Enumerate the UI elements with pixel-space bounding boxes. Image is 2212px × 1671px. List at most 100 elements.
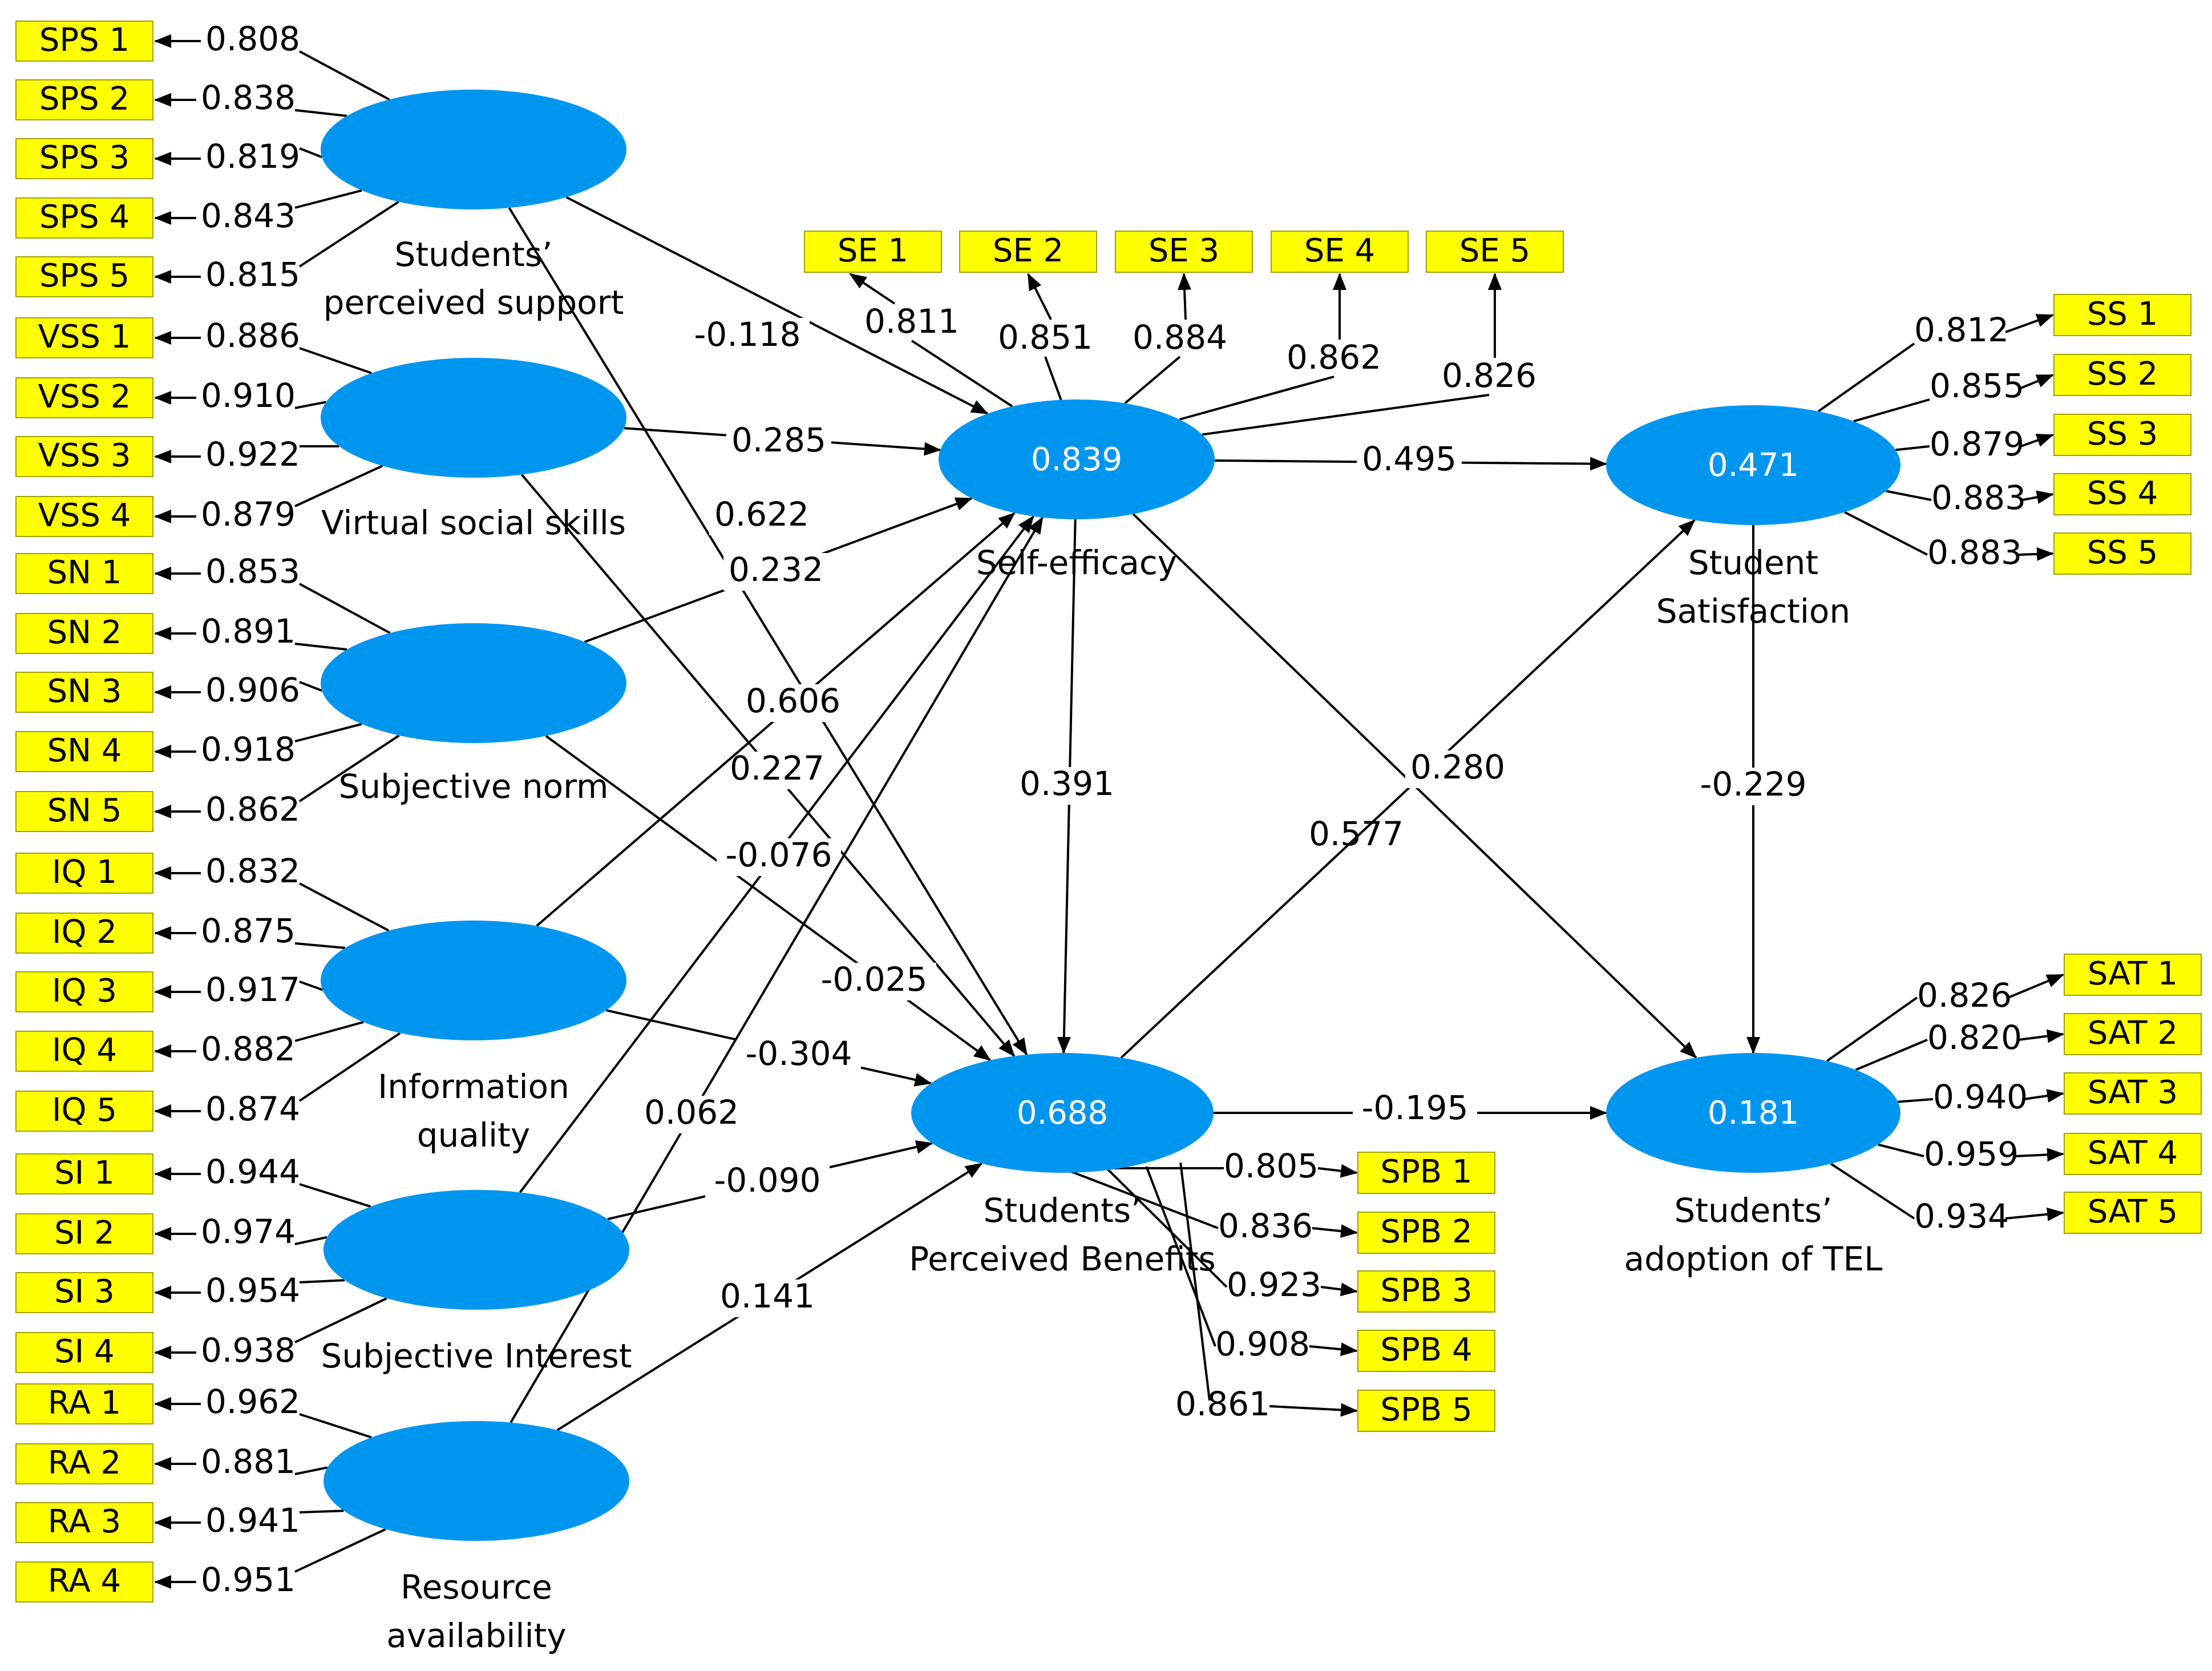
indicator-sat-1-arrow: [2008, 974, 2064, 999]
indicator-spb-4: [1357, 1330, 1495, 1372]
indicator-vss-3: [15, 436, 153, 477]
indicator-ss-5-link: [1844, 511, 1928, 556]
path-spb-to-sat-coefficient: -0.195: [1362, 1088, 1469, 1127]
indicator-sps-2-link: [294, 109, 347, 118]
indicator-se-4-loading: 0.862: [1287, 338, 1381, 377]
indicator-iq-5-loading: 0.874: [205, 1089, 300, 1128]
indicator-vss-2-loading: 0.910: [201, 376, 296, 415]
indicator-vss-1-link: [299, 347, 372, 374]
path-se-to-spb-coefficient: 0.391: [1020, 764, 1114, 803]
indicator-si-4-loading: 0.938: [201, 1331, 296, 1370]
construct-ss-name-line-2: Satisfaction: [1656, 592, 1850, 631]
path-iq-to-se-coefficient: 0.606: [746, 681, 840, 720]
indicator-spb-3-arrow: [1320, 1282, 1358, 1297]
construct-ra-name-line-2: availability: [386, 1616, 566, 1655]
path-sn-to-spb-label-bg: [812, 963, 936, 1000]
construct-ra-ellipse: [323, 1421, 629, 1541]
indicator-vss-1: [15, 317, 153, 358]
path-sps-to-spb-coefficient: 0.622: [714, 495, 809, 534]
indicator-sn-1: [15, 553, 153, 594]
indicator-ss-3-loading: 0.879: [1930, 425, 2024, 463]
construct-vss-ellipse: [321, 358, 626, 478]
indicator-spb-1: [1357, 1152, 1495, 1194]
indicator-sat-5: [2064, 1192, 2202, 1234]
indicator-spb-2-link: [1066, 1169, 1219, 1229]
indicator-sps-3: [15, 138, 153, 179]
path-ra-to-spb-label-bg: [715, 1280, 820, 1317]
indicator-vss-4-link: [294, 465, 383, 507]
indicator-iq-1: [15, 853, 153, 894]
indicator-spb-4-link: [1145, 1166, 1216, 1347]
indicator-se-4-link: [1179, 376, 1335, 421]
indicator-si-2: [15, 1213, 153, 1254]
indicator-sn-4-loading: 0.918: [201, 730, 296, 769]
indicator-se-3-label: SE 3: [1149, 232, 1219, 269]
indicator-sat-5-loading: 0.934: [1914, 1197, 2009, 1236]
indicator-ra-3-label: RA 3: [48, 1503, 121, 1540]
indicator-ss-4-loading: 0.883: [1931, 478, 2026, 517]
indicator-sps-4-loading: 0.843: [201, 196, 296, 235]
indicator-ra-2-link: [294, 1466, 328, 1475]
construct-se-r-squared: 0.839: [1031, 441, 1122, 478]
indicator-ra-1-label: RA 1: [48, 1385, 121, 1422]
indicator-sn-4: [15, 731, 153, 772]
path-se-to-spb-label-bg: [1014, 767, 1119, 805]
construct-se-name-line-1: Self-efficacy: [976, 543, 1177, 582]
indicator-si-4-label: SI 4: [54, 1333, 115, 1370]
indicator-sps-5-loading: 0.815: [205, 255, 300, 294]
indicator-spb-4-label: SPB 4: [1380, 1331, 1472, 1369]
indicator-vss-2-link: [294, 401, 326, 409]
indicator-ss-2-arrow: [2020, 374, 2054, 389]
indicator-spb-3-link: [1107, 1168, 1228, 1288]
indicator-sat-2-arrow: [2018, 1029, 2064, 1043]
indicator-iq-3-label: IQ 3: [52, 972, 117, 1010]
indicator-si-3-label: SI 3: [54, 1273, 115, 1310]
indicator-sat-4-label: SAT 4: [2088, 1135, 2178, 1172]
path-sps-to-se-coefficient: -0.118: [694, 315, 801, 354]
indicator-sn-5-link: [298, 734, 400, 802]
indicator-ss-5-label: SS 5: [2087, 534, 2158, 571]
indicator-iq-1-loading: 0.832: [205, 851, 300, 890]
path-si-to-se-coefficient: -0.076: [726, 836, 832, 874]
indicator-si-2-label: SI 2: [54, 1214, 115, 1252]
indicator-sn-2-loading: 0.891: [201, 612, 296, 651]
path-sn-to-spb-arrow: [545, 734, 992, 1061]
path-vss-to-se-coefficient: 0.285: [731, 421, 826, 459]
indicator-si-1-label: SI 1: [54, 1155, 115, 1192]
path-se-to-ss-label-bg: [1357, 442, 1462, 480]
indicator-sat-2-label: SAT 2: [2088, 1015, 2178, 1052]
indicator-iq-2: [15, 913, 153, 954]
indicator-spb-3-loading: 0.923: [1227, 1265, 1321, 1304]
indicator-sps-4-label: SPS 4: [39, 199, 130, 236]
indicator-ss-2: [2053, 354, 2191, 396]
indicator-spb-2-label: SPB 2: [1380, 1213, 1472, 1250]
indicator-sps-1-loading: 0.808: [205, 19, 300, 58]
construct-sat-r-squared: 0.181: [1708, 1095, 1799, 1132]
indicator-se-5-loading: 0.826: [1442, 356, 1536, 395]
path-sps-to-spb-arrow: [508, 207, 1028, 1056]
indicator-ss-1-label: SS 1: [2087, 296, 2158, 333]
construct-ra-name-line-1: Resource: [401, 1568, 552, 1607]
indicator-sat-1-loading: 0.826: [1917, 976, 2012, 1015]
indicator-se-3-link: [1124, 356, 1181, 405]
indicator-iq-1-label: IQ 1: [52, 854, 117, 891]
indicator-se-2-arrow: [1027, 273, 1052, 320]
path-si-to-spb-coefficient: -0.090: [714, 1161, 821, 1200]
path-sn-to-spb-coefficient: -0.025: [821, 960, 928, 999]
construct-iq-ellipse: [321, 921, 626, 1040]
indicator-sps-5: [15, 256, 153, 297]
indicator-ra-3-loading: 0.941: [205, 1501, 300, 1540]
indicator-sat-4-link: [1878, 1143, 1924, 1157]
path-spb-to-ss-coefficient: 0.280: [1410, 748, 1505, 786]
indicator-sat-5-link: [1830, 1163, 1915, 1220]
indicator-sat-3-link: [1898, 1098, 1934, 1103]
indicator-iq-5-link: [298, 1032, 401, 1102]
indicator-se-1-label: SE 1: [838, 232, 908, 269]
indicator-sat-3: [2064, 1072, 2202, 1115]
indicator-sps-1-link: [299, 50, 390, 101]
indicator-se-2: [959, 231, 1097, 273]
indicator-sps-3-link: [299, 147, 322, 159]
path-sn-to-se-coefficient: 0.232: [729, 550, 823, 589]
indicator-si-2-loading: 0.974: [201, 1212, 296, 1251]
